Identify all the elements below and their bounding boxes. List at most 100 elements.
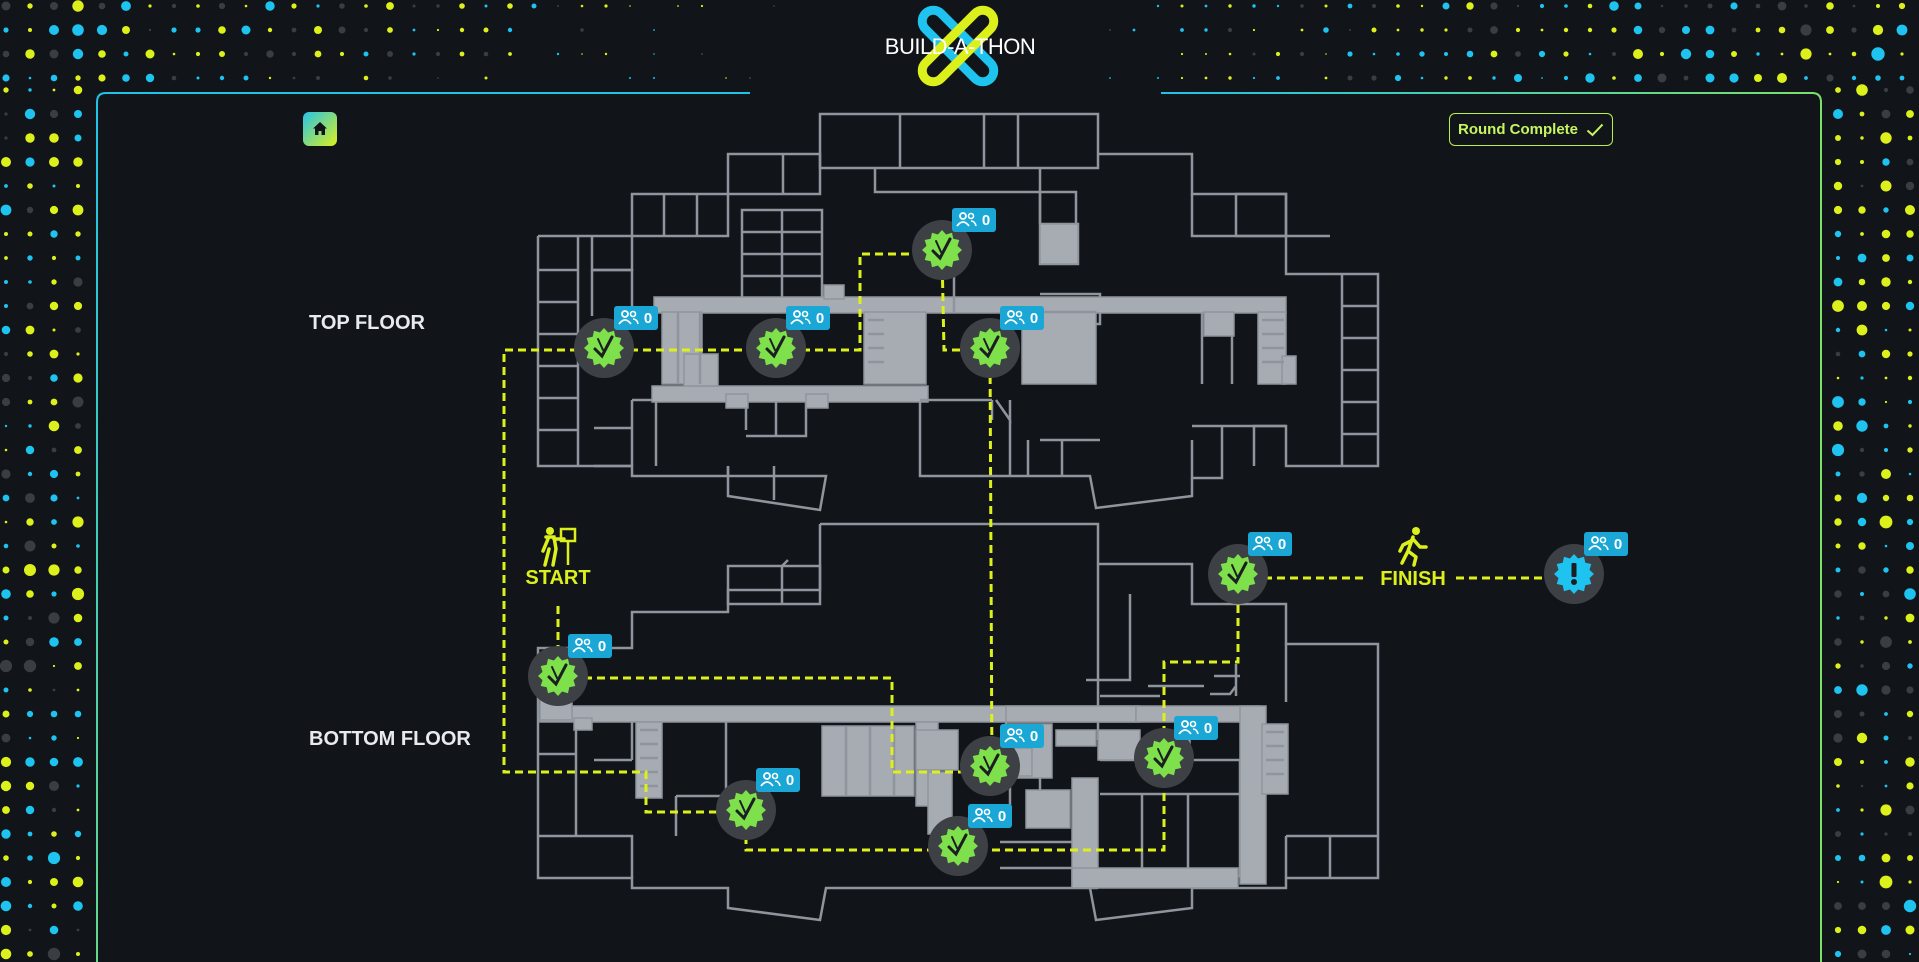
verified-badge-icon (1144, 738, 1184, 778)
finish-label: FINISH (1380, 568, 1446, 590)
checkpoint-f2[interactable]: 0 (1544, 532, 1628, 604)
team-count: 0 (998, 808, 1006, 825)
floor-core (1055, 729, 1097, 747)
checkpoint-t3[interactable]: 0 (912, 208, 996, 280)
verified-badge-icon (584, 328, 624, 368)
checkpoint-b3[interactable]: 0 (928, 804, 1012, 876)
floor-wall (676, 312, 702, 384)
team-count: 0 (1614, 536, 1622, 553)
people-icon (956, 212, 977, 227)
route-path (502, 348, 745, 814)
floor-core (1097, 729, 1141, 761)
floor-wall (820, 522, 1100, 710)
floor-wall (1086, 594, 1204, 688)
team-count-badge: 0 (1000, 724, 1044, 748)
people-icon (1004, 728, 1025, 743)
checkpoint-b5[interactable]: 0 (1134, 716, 1218, 788)
team-count: 0 (1030, 310, 1038, 327)
route-path (558, 676, 990, 774)
checkpoint-t2[interactable]: 0 (746, 306, 830, 378)
top-floor-label: TOP FLOOR (309, 312, 425, 334)
floor-wall (1190, 194, 1380, 468)
checkmark-icon (1586, 123, 1604, 136)
floor-wall (632, 398, 658, 466)
floor-wall (873, 168, 1042, 194)
team-count-badge: 0 (1000, 306, 1044, 330)
floor-wall (538, 718, 634, 878)
team-count-badge: 0 (1248, 532, 1292, 556)
logo-text: BUILD-A-THON (884, 34, 1036, 59)
home-button[interactable] (303, 112, 337, 146)
verified-badge-icon (1218, 554, 1258, 594)
bottom-floor-label: BOTTOM FLOOR (309, 728, 471, 750)
verified-badge-icon (726, 790, 766, 830)
people-icon (1588, 536, 1609, 551)
team-count: 0 (1204, 720, 1212, 737)
checkpoint-b1[interactable]: 0 (528, 634, 612, 706)
people-icon (572, 638, 593, 653)
floor-core (823, 284, 845, 300)
team-count-badge: 0 (614, 306, 658, 330)
floor-wall (538, 268, 578, 432)
verified-badge-icon (970, 328, 1010, 368)
floor-wall (1038, 190, 1078, 224)
verified-badge-icon (922, 230, 962, 270)
home-icon (313, 122, 327, 135)
floor-core (821, 725, 915, 797)
floor-wall (594, 400, 634, 468)
floor-wall (1040, 474, 1194, 510)
floor-core (1005, 705, 1137, 723)
build-a-thon-logo (917, 5, 999, 87)
round-status-text: Round Complete (1458, 121, 1578, 138)
verified-badge-icon (938, 826, 978, 866)
floor-core (725, 393, 749, 409)
floor-wall (726, 466, 828, 512)
floor-wall (630, 192, 730, 238)
checkpoint-t4[interactable]: 0 (960, 306, 1044, 378)
people-icon (1004, 310, 1025, 325)
route-path (940, 253, 990, 352)
floor-wall (818, 112, 1100, 170)
signpost-person-icon (541, 527, 577, 567)
people-icon (618, 310, 639, 325)
floor-core (573, 717, 593, 731)
floor-core (805, 393, 829, 409)
floor-wall (640, 728, 658, 788)
checkpoint-f1[interactable]: 0 (1208, 532, 1292, 604)
people-icon (972, 808, 993, 823)
floor-core (1025, 789, 1071, 829)
floor-wall (1098, 152, 1330, 238)
checkpoint-t1[interactable]: 0 (574, 306, 658, 378)
verified-badge-icon (538, 656, 578, 696)
floor-wall (1100, 664, 1240, 698)
route-path (988, 349, 994, 779)
checkpoint-b2[interactable]: 0 (716, 768, 800, 840)
people-icon (760, 772, 781, 787)
route-path (1162, 578, 1240, 760)
floor-wall (1008, 420, 1100, 476)
floor-core (1039, 223, 1079, 265)
team-count: 0 (1030, 728, 1038, 745)
floor-wall (1266, 730, 1284, 776)
team-count: 0 (598, 638, 606, 655)
floor-core (1281, 355, 1297, 385)
checkpoint-b4[interactable]: 0 (960, 724, 1044, 796)
team-count: 0 (786, 772, 794, 789)
floor-core (653, 296, 1287, 314)
floor-core (651, 385, 929, 403)
team-count: 0 (644, 310, 652, 327)
team-count-badge: 0 (952, 208, 996, 232)
floor-wall (726, 152, 822, 196)
floor-core (1071, 867, 1239, 889)
people-icon (1178, 720, 1199, 735)
verified-badge-icon (756, 328, 796, 368)
team-count-badge: 0 (568, 634, 612, 658)
team-count: 0 (816, 310, 824, 327)
team-count-badge: 0 (786, 306, 830, 330)
floor-wall (1262, 318, 1284, 364)
floor-wall (740, 208, 824, 300)
floor-wall (1088, 562, 1380, 922)
team-count: 0 (1278, 536, 1286, 553)
round-complete-badge: Round Complete (1449, 113, 1613, 146)
